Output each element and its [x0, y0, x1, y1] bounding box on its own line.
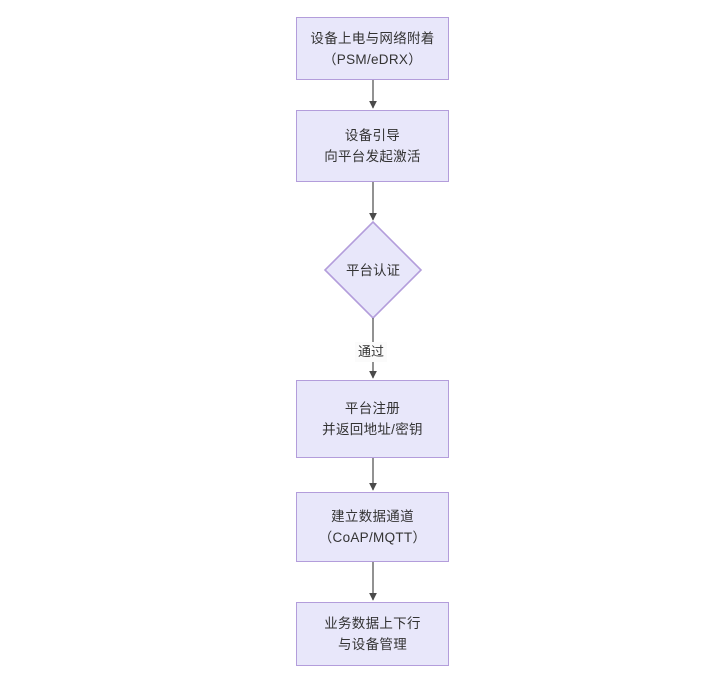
edge-label-text: 通过 [358, 344, 385, 359]
edge-label-pass: 通过 [355, 342, 388, 362]
node-text-line: 并返回地址/密钥 [322, 422, 423, 437]
decision-diamond-shape [323, 220, 423, 320]
node-text-line: 与设备管理 [338, 637, 407, 652]
node-text-line: （CoAP/MQTT） [318, 530, 427, 545]
node-text-line: 建立数据通道 [331, 509, 414, 524]
node-text-line: 向平台发起激活 [324, 149, 421, 164]
node-text-line: 业务数据上下行 [324, 616, 421, 631]
node-text-line: 平台注册 [344, 401, 401, 416]
node-text-line: 设备引导 [344, 128, 401, 143]
node-business-data-and-device-management[interactable]: 业务数据上下行 与设备管理 [296, 602, 449, 666]
node-text-line: （PSM/eDRX） [322, 51, 423, 67]
node-platform-registration[interactable]: 平台注册 并返回地址/密钥 [296, 380, 449, 458]
node-device-power-on[interactable]: 设备上电与网络附着 （PSM/eDRX） [296, 17, 449, 80]
node-establish-data-channel[interactable]: 建立数据通道 （CoAP/MQTT） [296, 492, 449, 562]
node-device-bootstrap[interactable]: 设备引导 向平台发起激活 [296, 110, 449, 182]
node-text-line: 设备上电与网络附着 [310, 30, 435, 46]
